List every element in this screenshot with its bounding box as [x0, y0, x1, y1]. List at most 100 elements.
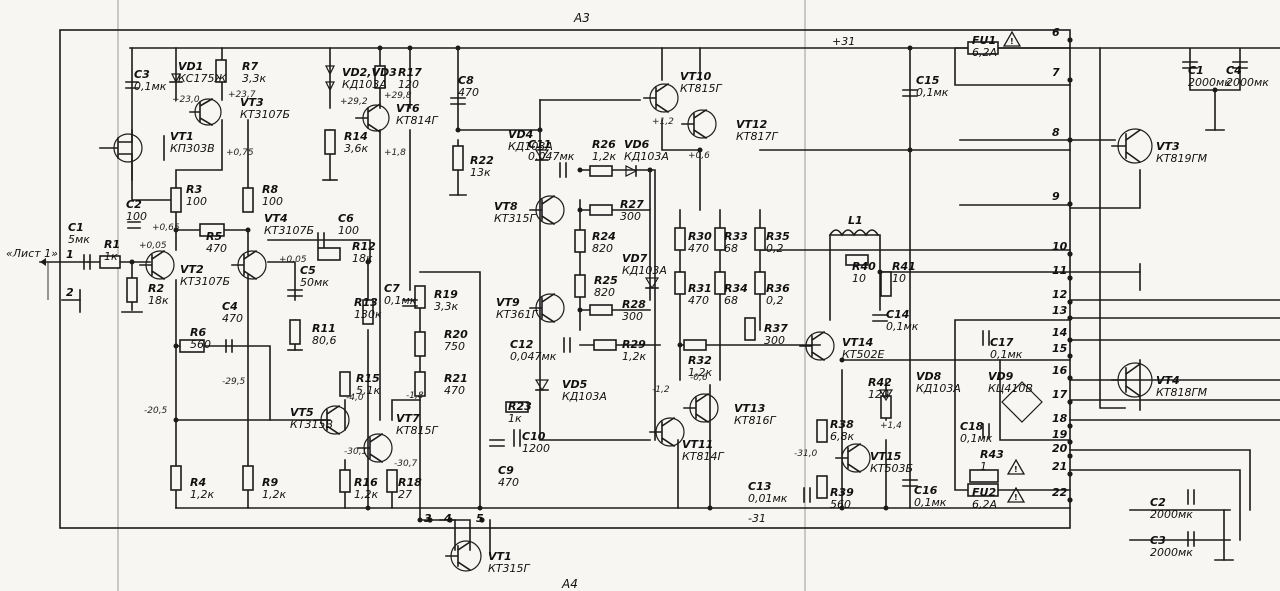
component-name-r40: R40 — [852, 260, 876, 273]
component-name-vt4b: VT4 — [1156, 374, 1180, 387]
component-name-c3b: C3 — [1150, 534, 1166, 547]
component-value-c16: 0,1мк — [914, 496, 947, 509]
component-name-c15: C15 — [916, 74, 940, 87]
input-sheet-label: «Лист 1» — [6, 247, 58, 260]
component-value-r9: 1,2к — [262, 488, 286, 501]
component-value-c4: 470 — [222, 312, 243, 325]
component-value-r15: 5,1к — [356, 384, 380, 397]
connector-pin-dot — [1067, 299, 1073, 305]
component-name-c1: C1 — [68, 221, 84, 234]
component-value-fu1: 6,2А — [972, 46, 997, 59]
component-value-r8: 100 — [262, 195, 283, 208]
voltage-annotations: +23,0+23,7+0,75+0,65+0,05+0,05-29,5-20,5… — [139, 90, 902, 469]
component-name-r32: R32 — [688, 354, 712, 367]
component-name-r35: R35 — [766, 230, 790, 243]
component-name-c2b: C2 — [1150, 496, 1166, 509]
component-value-r24: 820 — [592, 242, 613, 255]
transistor-symbols — [99, 82, 1153, 572]
connector-pin-21: 21 — [1052, 460, 1067, 473]
voltage-annotation: +1,4 — [880, 421, 902, 431]
component-name-r27: R27 — [620, 198, 644, 211]
component-value-r22: 13к — [470, 166, 491, 179]
component-name-r5: R5 — [206, 230, 222, 243]
component-name-c16: C16 — [914, 484, 938, 497]
component-value-r12: 18к — [352, 252, 373, 265]
component-value-r17: 120 — [398, 78, 419, 91]
diode-symbols — [169, 65, 1043, 423]
component-name-r17: R17 — [398, 66, 422, 79]
component-value-vd8: КД103А — [916, 382, 961, 395]
component-value-vt2: КТ3107Б — [180, 275, 230, 288]
component-value-r7: 3,3к — [242, 72, 266, 85]
component-value-c13: 0,01мк — [748, 492, 788, 505]
component-name-vd9: VD9 — [988, 370, 1014, 383]
component-value-vt3a: КТ3107Б — [240, 108, 290, 121]
frame-title-top: A3 — [573, 11, 590, 25]
component-value-vt14: КТ502Е — [842, 348, 885, 361]
component-name-r4: R4 — [190, 476, 206, 489]
component-name-c12: C12 — [510, 338, 534, 351]
component-value-vt8: КТ315Г — [494, 212, 537, 225]
component-value-r23: 1к — [508, 412, 522, 425]
component-name-vt3b: VT3 — [1156, 140, 1180, 153]
connector-pin-dot — [1067, 375, 1073, 381]
frame-title-bottom: A4 — [561, 577, 578, 591]
connector-pin-4: 4 — [443, 512, 452, 525]
component-name-vd1: VD1 — [178, 60, 203, 73]
connector-pin-dot — [1067, 439, 1073, 445]
component-name-vt14: VT14 — [842, 336, 873, 349]
component-value-r18: 27 — [398, 488, 412, 501]
component-name-fu2: FU2 — [972, 486, 996, 499]
input-pin-1: 1 — [66, 248, 74, 261]
component-name-c6: C6 — [338, 212, 354, 225]
connector-pin-7: 7 — [1052, 66, 1060, 79]
component-value-vd4: КД103А — [508, 140, 553, 153]
component-name-r42: R42 — [868, 376, 892, 389]
component-name-c7: C7 — [384, 282, 400, 295]
component-value-c7: 0,1мк — [384, 294, 417, 307]
component-name-r29: R29 — [622, 338, 646, 351]
connector-pin-17: 17 — [1052, 388, 1068, 401]
component-name-r21: R21 — [444, 372, 468, 385]
component-name-c3: C3 — [134, 68, 150, 81]
component-name-r2: R2 — [148, 282, 164, 295]
connector-pin-dot — [427, 517, 433, 523]
arrow-icon — [40, 258, 46, 266]
component-value-vd9: КЦ410В — [988, 382, 1033, 395]
voltage-annotation: -0,6 — [690, 373, 708, 383]
component-name-r23: R23 — [508, 400, 532, 413]
component-name-vt13: VT13 — [734, 402, 766, 415]
component-name-vt5: VT5 — [290, 406, 314, 419]
ground-symbols — [121, 129, 1234, 561]
component-name-r15: R15 — [356, 372, 380, 385]
connector-pin-11: 11 — [1052, 264, 1067, 277]
connector-pin-dot — [479, 517, 485, 523]
component-value-vt7a: КТ815Г — [396, 424, 439, 437]
component-name-r26: R26 — [592, 138, 616, 151]
connector-pin-5: 5 — [476, 512, 484, 525]
voltage-annotation: +1,8 — [384, 148, 406, 158]
component-value-r3: 100 — [186, 195, 207, 208]
component-name-c4: C4 — [222, 300, 238, 313]
component-name-r8: R8 — [262, 183, 278, 196]
connector-pin-10: 10 — [1052, 240, 1068, 253]
component-value-c1b: 2000мк — [1188, 76, 1231, 89]
connector-pin-dot — [1067, 315, 1073, 321]
component-value-r30: 470 — [688, 242, 709, 255]
connector-pin-9: 9 — [1052, 190, 1060, 203]
component-name-vt8: VT8 — [494, 200, 518, 213]
component-value-r25: 820 — [594, 286, 615, 299]
component-name-r9: R9 — [262, 476, 278, 489]
connector-pin-13: 13 — [1052, 304, 1068, 317]
component-value-r14: 3,6к — [344, 142, 368, 155]
connector-pin-dot — [1067, 251, 1073, 257]
component-name-c1b: C1 — [1188, 64, 1204, 77]
component-value-vd2: КД103А — [342, 78, 387, 91]
component-name-fu1: FU1 — [972, 34, 996, 47]
component-value-c1: 5мк — [68, 233, 90, 246]
component-value-r41: 10 — [892, 272, 906, 285]
component-value-c3: 0,1мк — [134, 80, 167, 93]
component-value-vt6: КТ814Г — [396, 114, 439, 127]
component-value-c10: 1200 — [522, 442, 550, 455]
